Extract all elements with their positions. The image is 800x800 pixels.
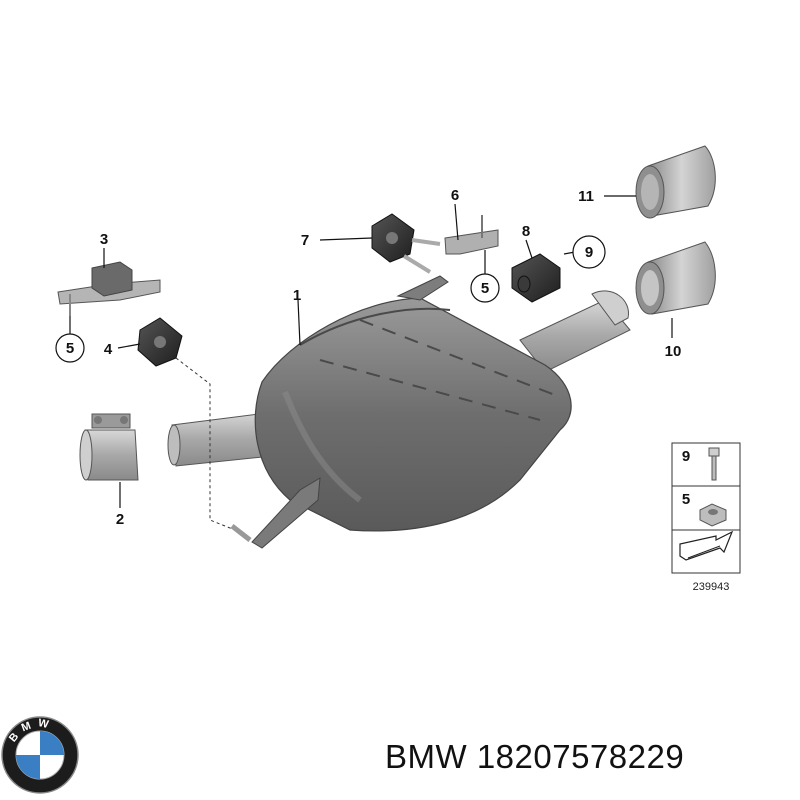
- tailpipe-tip-part-10: [635, 241, 716, 315]
- callout-10: 10: [665, 343, 682, 360]
- part-number: BMW 18207578229: [385, 738, 685, 775]
- tailpipe-tip-part-11: [635, 145, 716, 219]
- callout-11: 11: [578, 188, 594, 205]
- callout-6: 6: [451, 187, 459, 204]
- clamp-part-2: [79, 413, 139, 481]
- rubber-mount-part-4: [137, 317, 252, 542]
- callout-4: 4: [104, 341, 113, 358]
- callout-5-left: 5: [66, 340, 74, 357]
- rubber-mount-part-7: [371, 213, 441, 274]
- callout-2: 2: [116, 511, 124, 528]
- callout-9: 9: [585, 244, 593, 261]
- bracket-part-6: [444, 215, 499, 255]
- bracket-part-3: [57, 261, 161, 316]
- nut-icon: [699, 503, 727, 527]
- callout-7: 7: [301, 232, 309, 249]
- bmw-logo-icon: BMW: [1, 716, 79, 794]
- arrow-icon: [679, 530, 734, 561]
- leader-lines: [69, 195, 673, 508]
- diagram-id: 239943: [693, 581, 730, 593]
- hardware-legend: 9 5: [671, 442, 741, 574]
- callout-1: 1: [293, 287, 301, 304]
- legend-label-9: 9: [682, 448, 690, 465]
- callout-labels: 1 2 3 4 5 5 6 7 8 9 10 11: [55, 187, 682, 528]
- legend-label-5: 5: [682, 491, 690, 508]
- rubber-bushing-part-8: [511, 253, 561, 303]
- callout-5-right: 5: [481, 280, 489, 297]
- muffler-part-1: [167, 275, 631, 549]
- callout-8: 8: [522, 223, 530, 240]
- bolt-icon: [708, 447, 720, 481]
- callout-3: 3: [100, 231, 108, 248]
